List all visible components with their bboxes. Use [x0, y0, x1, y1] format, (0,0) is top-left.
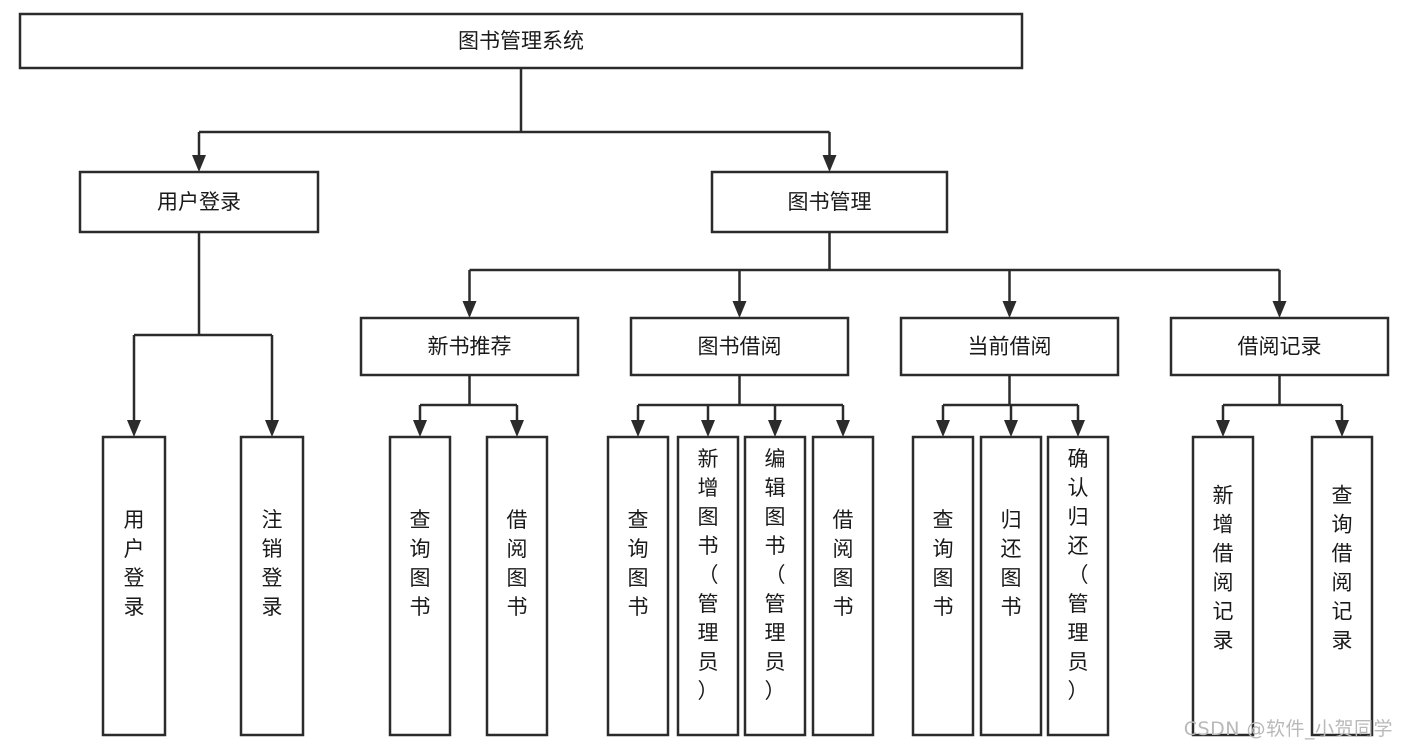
node-new-book-query[interactable]: 查询图书 — [388, 435, 452, 737]
node-label-borrow-records-add: 新增借阅记录 — [1213, 483, 1234, 652]
node-box-borrow-records[interactable] — [1169, 316, 1390, 377]
node-label-borrow-records-query: 查询借阅记录 — [1332, 483, 1353, 652]
node-book-borrow-lend[interactable]: 借阅图书 — [811, 435, 875, 737]
arrow-head-icon — [192, 155, 206, 172]
arrow-head-icon — [413, 420, 427, 437]
node-current-borrow-confirm[interactable]: 确认归还（管理员） — [1046, 435, 1110, 737]
node-label-book-borrow-add: 新增图书（管理员） — [698, 447, 719, 703]
arrow-head-icon — [1071, 420, 1085, 437]
arrow-head-icon — [127, 420, 141, 437]
node-box-book-borrow-add[interactable] — [676, 435, 740, 737]
arrow-head-icon — [936, 420, 950, 437]
node-borrow-records[interactable]: 借阅记录 — [1169, 316, 1390, 377]
node-box-book-borrow-edit[interactable] — [743, 435, 807, 737]
node-layer: 图书管理系统用户登录用户登录注销登录图书管理新书推荐查询图书借阅图书图书借阅查询… — [18, 12, 1390, 737]
node-label-user-login-login: 用户登录 — [124, 508, 145, 619]
node-box-book-borrow[interactable] — [629, 316, 850, 377]
node-label-current-borrow-return: 归还图书 — [1001, 508, 1022, 619]
arrow-head-icon — [732, 301, 747, 318]
arrow-head-icon — [631, 420, 645, 437]
arrow-head-icon — [701, 420, 715, 437]
node-label-root: 图书管理系统 — [458, 29, 584, 53]
node-label-current-borrow-query: 查询图书 — [933, 508, 954, 619]
node-book-borrow[interactable]: 图书借阅 — [629, 316, 850, 377]
node-box-new-book-query[interactable] — [388, 435, 452, 737]
node-borrow-records-add[interactable]: 新增借阅记录 — [1191, 435, 1255, 737]
node-borrow-records-query[interactable]: 查询借阅记录 — [1310, 435, 1374, 737]
node-box-new-book-recommend[interactable] — [359, 316, 580, 377]
node-book-borrow-query[interactable]: 查询图书 — [606, 435, 670, 737]
node-user-login[interactable]: 用户登录 — [78, 170, 320, 234]
arrow-head-icon — [1216, 420, 1230, 437]
node-box-current-borrow-query[interactable] — [911, 435, 975, 737]
node-label-book-borrow-query: 查询图书 — [628, 508, 649, 619]
node-box-borrow-records-add[interactable] — [1191, 435, 1255, 737]
node-label-borrow-records: 借阅记录 — [1238, 335, 1322, 359]
node-label-book-borrow: 图书借阅 — [698, 335, 782, 359]
node-current-borrow[interactable]: 当前借阅 — [899, 316, 1120, 377]
node-box-book-borrow-lend[interactable] — [811, 435, 875, 737]
node-user-login-logout[interactable]: 注销登录 — [239, 435, 305, 737]
arrow-head-icon — [1335, 420, 1349, 437]
arrow-head-icon — [462, 301, 477, 318]
node-label-book-borrow-lend: 借阅图书 — [833, 508, 854, 619]
node-box-current-borrow[interactable] — [899, 316, 1120, 377]
node-label-current-borrow-confirm: 确认归还（管理员） — [1068, 447, 1089, 703]
node-box-new-book-borrow[interactable] — [485, 435, 549, 737]
node-user-login-login[interactable]: 用户登录 — [101, 435, 167, 737]
node-box-book-management[interactable] — [710, 170, 949, 234]
node-box-user-login-login[interactable] — [101, 435, 167, 737]
node-box-current-borrow-confirm[interactable] — [1046, 435, 1110, 737]
node-label-new-book-query: 查询图书 — [410, 508, 431, 619]
node-label-new-book-borrow: 借阅图书 — [507, 508, 528, 619]
arrow-head-icon — [836, 420, 850, 437]
arrow-head-icon — [1004, 420, 1018, 437]
node-label-current-borrow: 当前借阅 — [968, 335, 1052, 359]
node-book-management[interactable]: 图书管理 — [710, 170, 949, 234]
node-current-borrow-return[interactable]: 归还图书 — [979, 435, 1043, 737]
node-label-book-management: 图书管理 — [788, 190, 872, 214]
node-box-user-login[interactable] — [78, 170, 320, 234]
node-current-borrow-query[interactable]: 查询图书 — [911, 435, 975, 737]
csdn-watermark: CSDN @软件_小贺同学 — [1183, 718, 1393, 740]
node-label-user-login-logout: 注销登录 — [262, 508, 283, 619]
node-box-root[interactable] — [18, 12, 1024, 70]
node-label-book-borrow-edit: 编辑图书（管理员） — [765, 447, 786, 703]
arrow-head-icon — [768, 420, 782, 437]
node-book-borrow-edit[interactable]: 编辑图书（管理员） — [743, 435, 807, 737]
node-new-book-recommend[interactable]: 新书推荐 — [359, 316, 580, 377]
connector-layer — [127, 68, 1349, 437]
arrow-head-icon — [822, 155, 837, 172]
node-box-user-login-logout[interactable] — [239, 435, 305, 737]
arrow-head-icon — [265, 420, 279, 437]
node-new-book-borrow[interactable]: 借阅图书 — [485, 435, 549, 737]
node-box-current-borrow-return[interactable] — [979, 435, 1043, 737]
arrow-head-icon — [510, 420, 524, 437]
node-root[interactable]: 图书管理系统 — [18, 12, 1024, 70]
node-box-book-borrow-query[interactable] — [606, 435, 670, 737]
arrow-head-icon — [1002, 301, 1017, 318]
arrow-head-icon — [1272, 301, 1287, 318]
node-label-user-login: 用户登录 — [157, 190, 241, 214]
node-book-borrow-add[interactable]: 新增图书（管理员） — [676, 435, 740, 737]
node-label-new-book-recommend: 新书推荐 — [428, 335, 512, 359]
node-box-borrow-records-query[interactable] — [1310, 435, 1374, 737]
